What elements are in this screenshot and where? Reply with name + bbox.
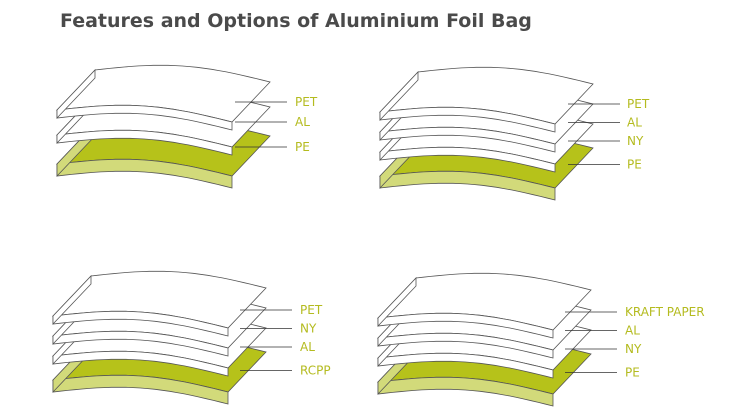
layer-1-front-edge (52, 310, 229, 337)
layer-1-side-edge (52, 274, 92, 326)
layer-label: PE (627, 158, 642, 172)
laminate-structure-1: PET AL PE (55, 64, 318, 189)
layer-2-front-edge (377, 332, 554, 359)
layer-1-side-edge (56, 68, 96, 120)
layer-1-front-edge (377, 312, 554, 339)
layer-4-front-edge (377, 376, 554, 407)
layer-3-front-edge (56, 158, 233, 189)
layer-label: NY (300, 322, 317, 336)
layer-1 (378, 66, 594, 133)
layer-1-front-edge (56, 104, 233, 131)
layer-4-front-edge (52, 374, 229, 405)
layer-label: RCPP (300, 364, 331, 378)
layer-label: AL (627, 116, 642, 130)
layer-label: NY (627, 134, 644, 148)
layer-label: AL (295, 115, 310, 129)
layer-label: PET (300, 303, 323, 317)
layer-2-front-edge (56, 129, 233, 156)
layer-2-front-edge (52, 330, 229, 357)
laminate-structure-3: PET NY AL RCPP (51, 270, 331, 405)
layer-label: PET (627, 97, 650, 111)
layer-2-front-edge (379, 126, 556, 153)
layer-1-front-edge (379, 106, 556, 133)
laminate-structure-2: PET AL NY PE (378, 66, 650, 201)
layer-1 (376, 272, 592, 339)
layer-label: AL (300, 340, 315, 354)
layer-label: KRAFT PAPER (625, 305, 705, 319)
layer-3-front-edge (377, 352, 554, 379)
layer-label: PET (295, 95, 318, 109)
layer-label: PE (295, 140, 310, 154)
laminate-structure-4: KRAFT PAPER AL NY PE (376, 272, 705, 407)
layer-1 (55, 64, 271, 131)
layer-1 (51, 270, 267, 337)
layer-label: NY (625, 342, 642, 356)
layer-3-front-edge (379, 146, 556, 173)
page-title: Features and Options of Aluminium Foil B… (60, 10, 532, 32)
layer-label: AL (625, 324, 640, 338)
layer-4-front-edge (379, 170, 556, 201)
layer-1-side-edge (377, 276, 417, 328)
layer-3-front-edge (52, 350, 229, 377)
layer-label: PE (625, 366, 640, 380)
layer-1-side-edge (379, 70, 419, 122)
